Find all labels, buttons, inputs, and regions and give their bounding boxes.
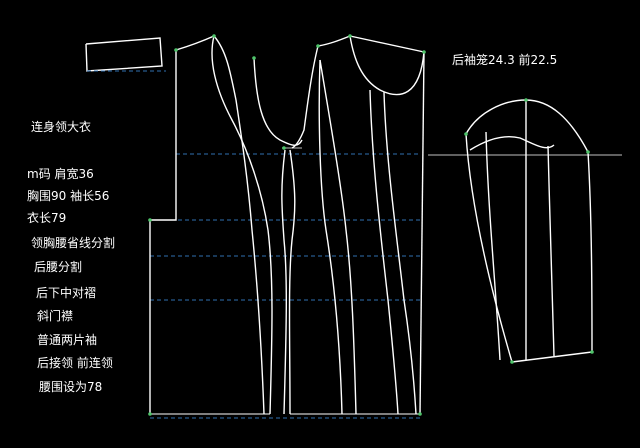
collar-piece bbox=[85, 37, 166, 72]
spec-chest-sleeve: 胸围90 袖长56 bbox=[27, 189, 110, 203]
back-body-piece bbox=[149, 35, 303, 415]
sleeve-armhole-note: 后袖笼24.3 前22.5 bbox=[452, 53, 558, 67]
note-back-pleat: 后下中对褶 bbox=[36, 286, 97, 300]
side-seams bbox=[281, 147, 302, 415]
note-waist: 腰围设为78 bbox=[39, 380, 103, 394]
front-body-piece bbox=[290, 35, 425, 415]
note-chest-waist-dart: 领胸腰省线分割 bbox=[31, 236, 116, 250]
spec-size-shoulder: m码 肩宽36 bbox=[27, 167, 94, 181]
body-guide-lines bbox=[150, 153, 420, 419]
note-back-waist-split: 后腰分割 bbox=[34, 260, 83, 274]
point-markers bbox=[148, 34, 594, 416]
note-slant-placket: 斜门襟 bbox=[37, 309, 74, 323]
pattern-title: 连身领大衣 bbox=[31, 120, 92, 134]
spec-length: 衣长79 bbox=[27, 211, 67, 225]
note-collar: 后接领 前连领 bbox=[37, 356, 113, 370]
sleeve-piece bbox=[428, 99, 622, 363]
note-two-piece-sleeve: 普通两片袖 bbox=[37, 333, 98, 347]
